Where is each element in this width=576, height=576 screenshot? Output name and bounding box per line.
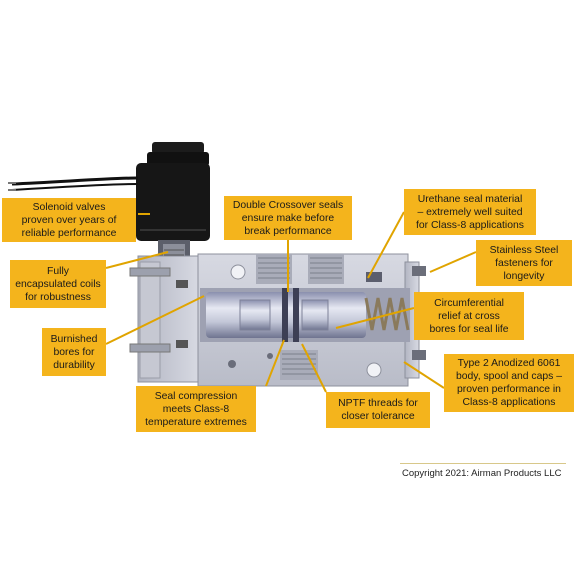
callout-double-crossover-seals: Double Crossover seals ensure make befor… — [224, 196, 352, 240]
leader-relief — [335, 307, 415, 329]
crossover-seal-right — [293, 288, 299, 342]
leader-compression — [265, 339, 285, 387]
valve-body — [129, 253, 426, 387]
callout-encapsulated-coils: Fully encapsulated coils for robustness — [10, 260, 106, 308]
fastener-bottom-right — [412, 350, 426, 360]
lead-wire — [11, 176, 139, 186]
callout-circumferential-relief: Circumferential relief at cross bores fo… — [414, 292, 524, 340]
fastener-bottom-left — [129, 343, 171, 353]
leader-bores — [105, 295, 205, 345]
fastener-top-right — [412, 266, 426, 276]
crossover-seal-left — [282, 288, 288, 342]
leader-lines — [105, 211, 477, 393]
leader-nptf — [301, 343, 327, 393]
solenoid-cap-mid — [147, 152, 209, 166]
fastener-top-left — [129, 267, 171, 277]
callout-urethane-seal: Urethane seal material – extremely well … — [404, 189, 536, 235]
callout-seal-compression: Seal compression meets Class-8 temperatu… — [136, 386, 256, 432]
leader-fasteners — [429, 251, 477, 273]
callout-burnished-bores: Burnished bores for durability — [42, 328, 106, 376]
callout-anodized-body: Type 2 Anodized 6061 body, spool and cap… — [444, 354, 574, 412]
copyright-text: Copyright 2021: Airman Products LLC — [402, 468, 562, 479]
callout-solenoid-valves: Solenoid valves proven over years of rel… — [2, 198, 136, 242]
leader-coils — [105, 251, 169, 269]
solenoid-cap-top — [152, 142, 204, 154]
leader-urethane — [367, 211, 405, 279]
copyright-rule — [400, 463, 566, 464]
solenoid-coil — [136, 163, 210, 241]
leader-anodized — [403, 361, 445, 389]
callout-nptf-threads: NPTF threads for closer tolerance — [326, 392, 430, 428]
callout-stainless-fasteners: Stainless Steel fasteners for longevity — [476, 240, 572, 286]
